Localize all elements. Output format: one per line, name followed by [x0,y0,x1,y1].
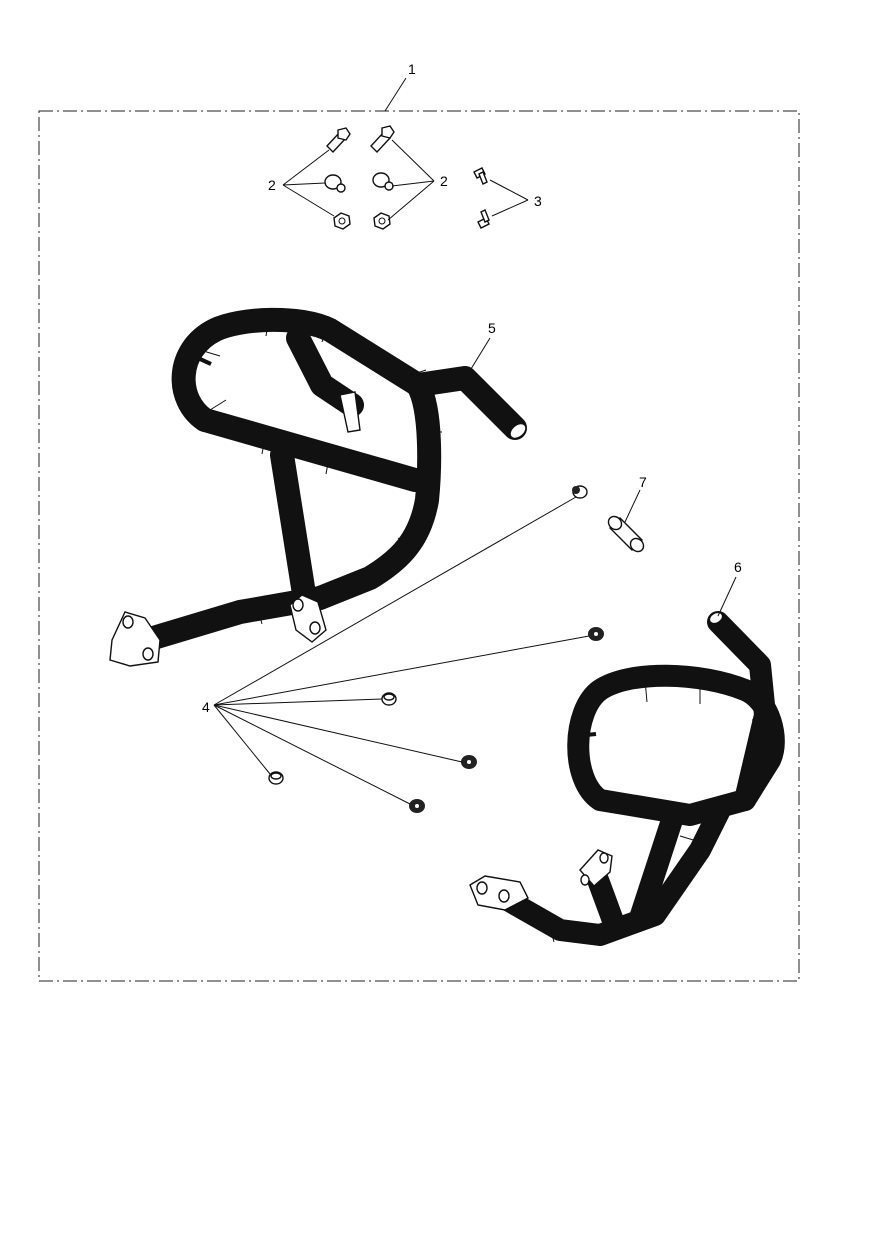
bolt-icon [326,127,351,154]
callout-spacer: 7 [639,474,647,490]
screws [473,167,529,229]
kit-leader [384,77,407,112]
kit-boundary [38,110,800,982]
right-crash-bar [469,611,785,946]
bolt-icon [372,172,394,191]
screw-icon [477,209,490,229]
grommet-icon [588,627,604,641]
grommet-icon [572,485,588,499]
nut-icon [373,212,391,230]
bolt-icon [370,125,395,154]
grommets [213,485,604,813]
grommet-icon [461,755,477,769]
grommet-icon [409,799,425,813]
grommet-icon [381,692,397,706]
callout-right-bar: 6 [734,559,742,575]
left-crash-bar [109,307,527,667]
bolt-icon [324,174,346,193]
callout-bolts-left: 2 [268,177,276,193]
grommet-icon [268,771,284,785]
callout-left-bar: 5 [488,320,496,336]
nut-icon [333,212,351,230]
callout-bolts-right: 2 [440,173,448,189]
left-bar-leader [462,337,491,383]
screw-icon [473,167,488,185]
spacer-icon [607,515,645,553]
callout-screws: 3 [534,193,542,209]
callout-kit: 1 [408,61,416,77]
flange-bolts [282,125,435,230]
right-bar-leader [717,576,737,617]
callout-grommets: 4 [202,699,210,715]
spacer-leader [624,489,641,523]
